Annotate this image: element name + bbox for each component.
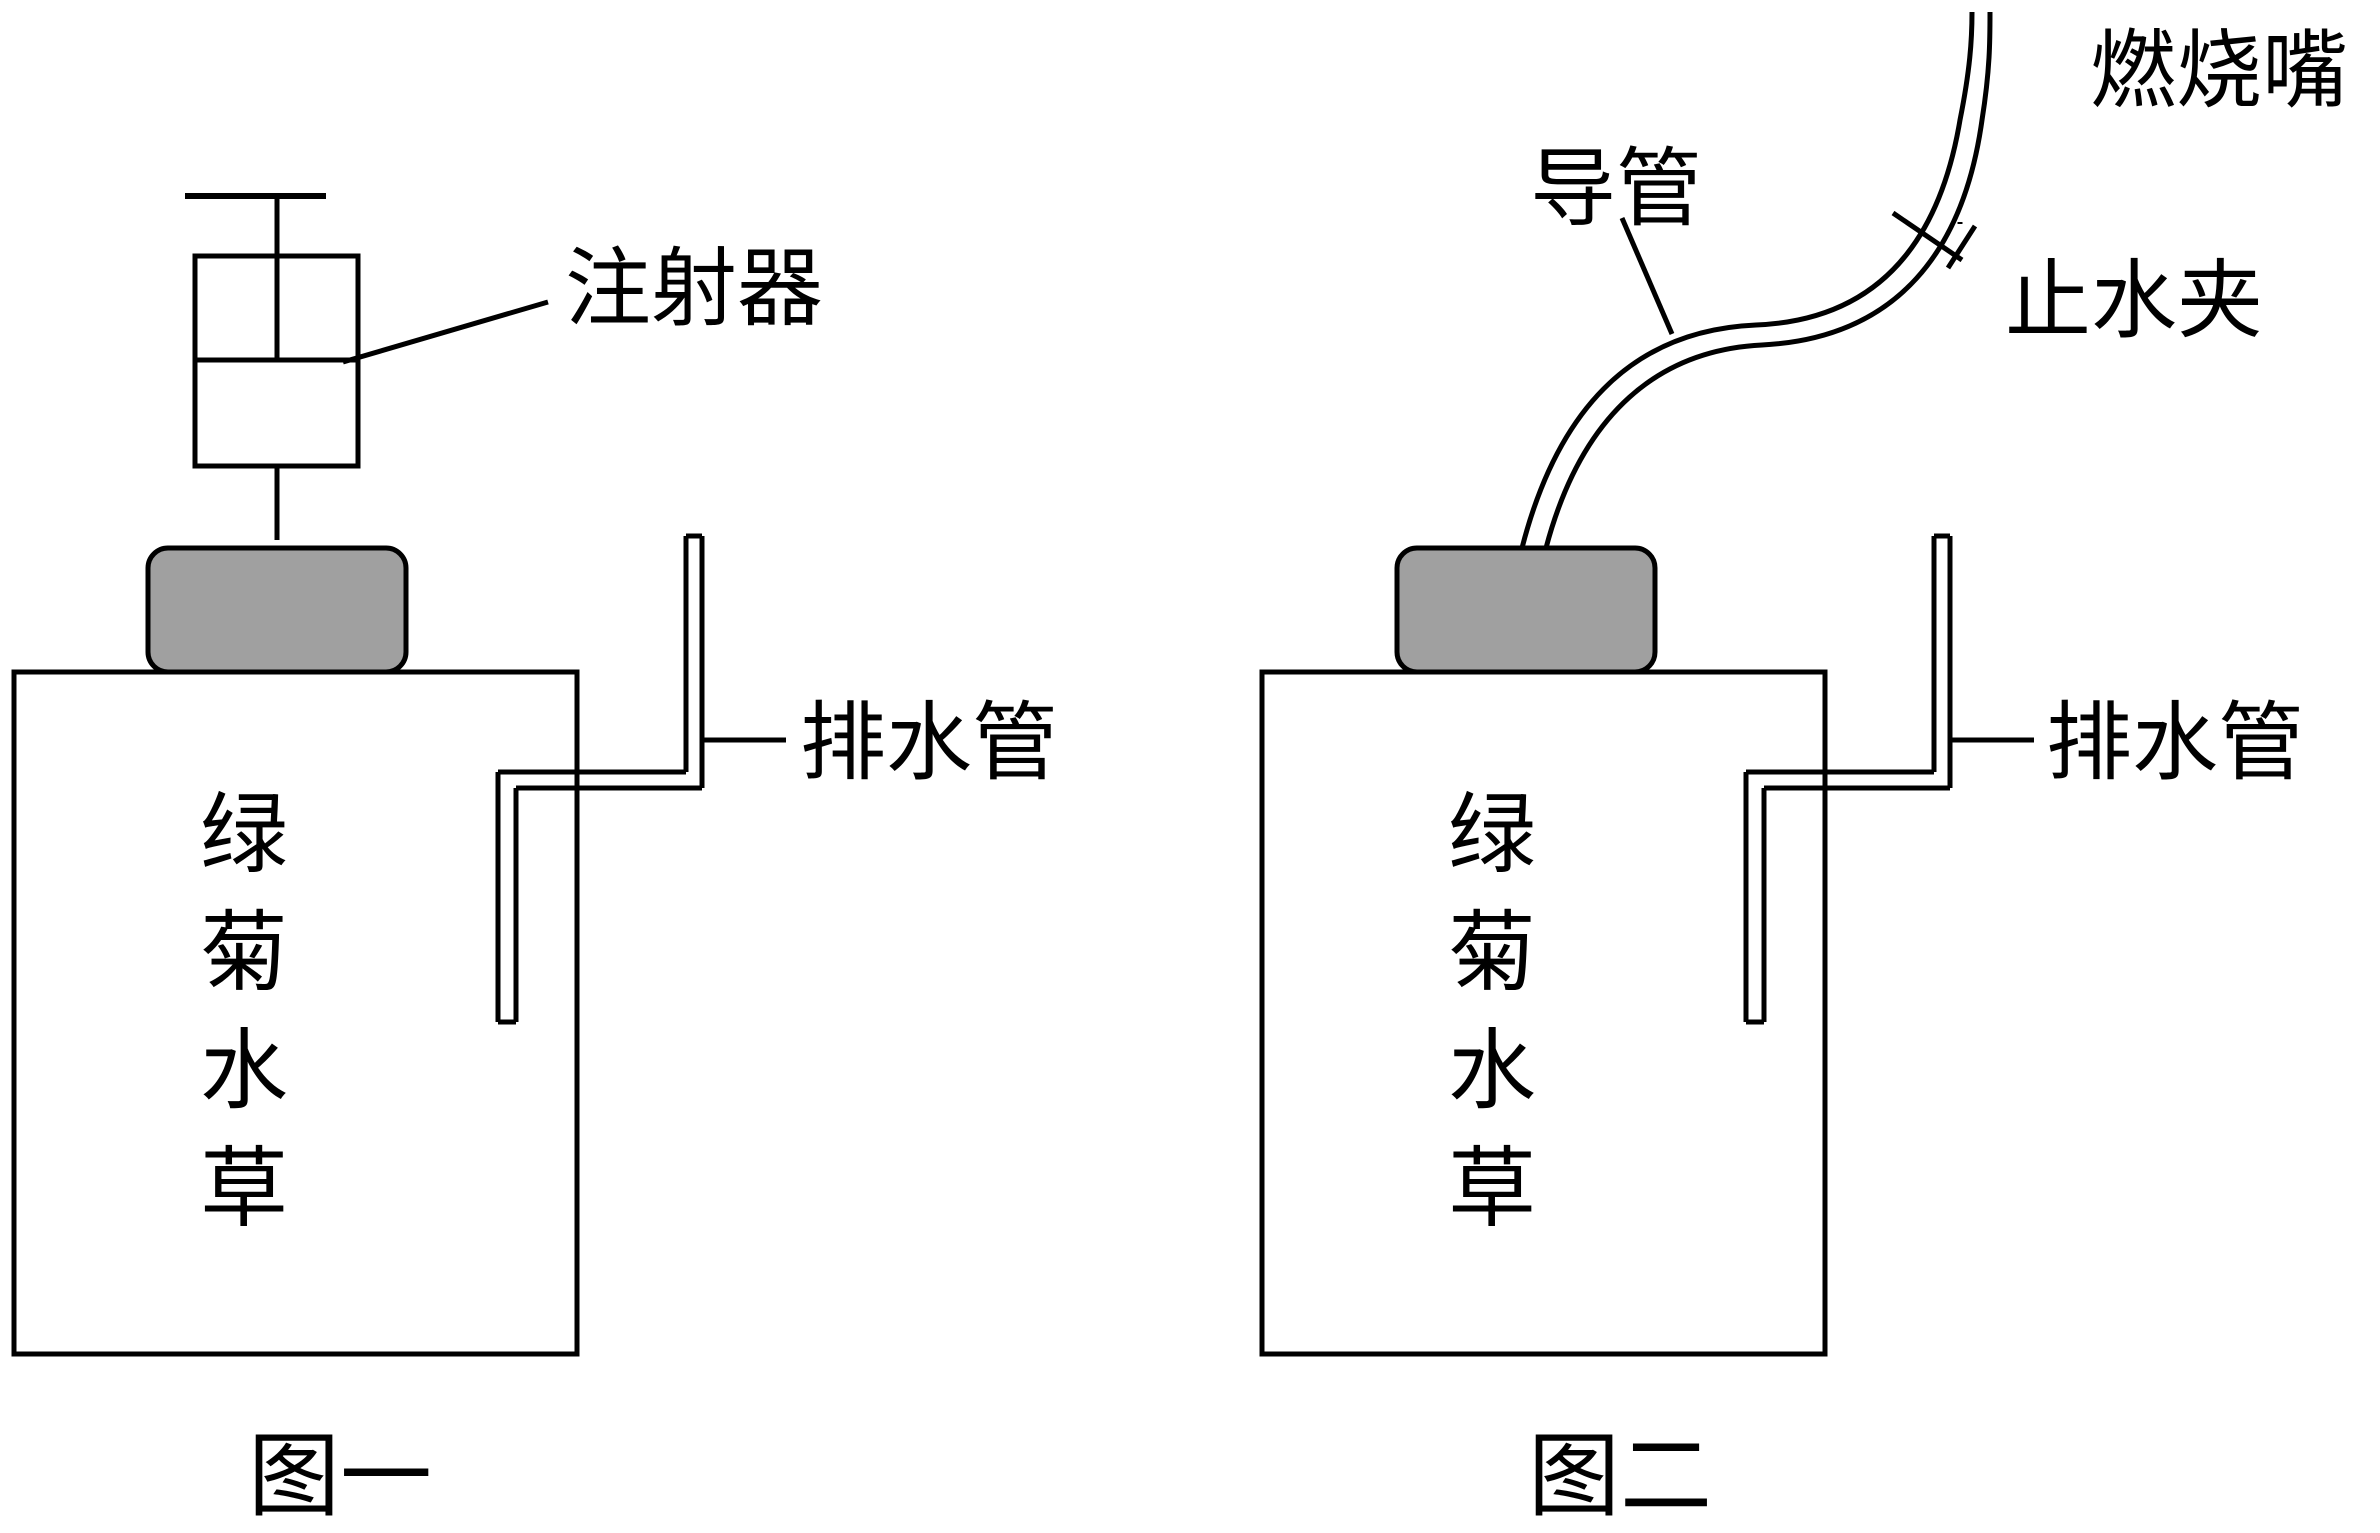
drain-label-one: 排水管 — [800, 693, 1058, 793]
tank-label-char: 绿 — [1448, 783, 1536, 886]
tank-label-char: 菊 — [1448, 901, 1536, 1004]
tank-label-char: 水 — [200, 1019, 288, 1122]
syringe-label: 注射器 — [565, 239, 823, 339]
stopper-one — [145, 545, 409, 675]
water-clamp — [1891, 210, 1964, 263]
tube-leader-line — [1619, 217, 1675, 335]
caption-two: 图二 — [1528, 1423, 1712, 1528]
clamp-label: 止水夹 — [2005, 251, 2263, 351]
clamp-tick — [1945, 224, 1978, 270]
tank-label-one: 绿 菊 水 草 — [200, 783, 288, 1240]
tank-one — [11, 669, 580, 1357]
gas-tube — [1519, 11, 1993, 549]
tank-label-char: 草 — [1448, 1137, 1536, 1240]
tank-label-char: 水 — [1448, 1019, 1536, 1122]
tank-label-char: 草 — [200, 1137, 288, 1240]
nozzle-label: 燃烧嘴 — [2090, 21, 2348, 121]
tank-label-char: 菊 — [200, 901, 288, 1004]
figure-two: 止水夹 导管 燃烧嘴 排水管 绿 菊 水 草 图二 — [1259, 11, 2348, 1530]
tube-label: 导管 — [1530, 139, 1702, 239]
syringe — [185, 193, 361, 540]
figure-one: 注射器 排水管 绿 菊 水 草 图一 — [11, 193, 1058, 1530]
drain-pipe-two — [1743, 533, 1953, 1025]
tank-label-two: 绿 菊 水 草 — [1448, 783, 1536, 1240]
tank-label-char: 绿 — [200, 783, 288, 886]
tank-two — [1259, 669, 1828, 1357]
syringe-leader-line — [342, 299, 549, 365]
caption-one: 图一 — [248, 1423, 432, 1528]
drain-label-two: 排水管 — [2046, 693, 2304, 793]
drain-pipe-one — [495, 533, 705, 1025]
stopper-two — [1394, 545, 1658, 675]
